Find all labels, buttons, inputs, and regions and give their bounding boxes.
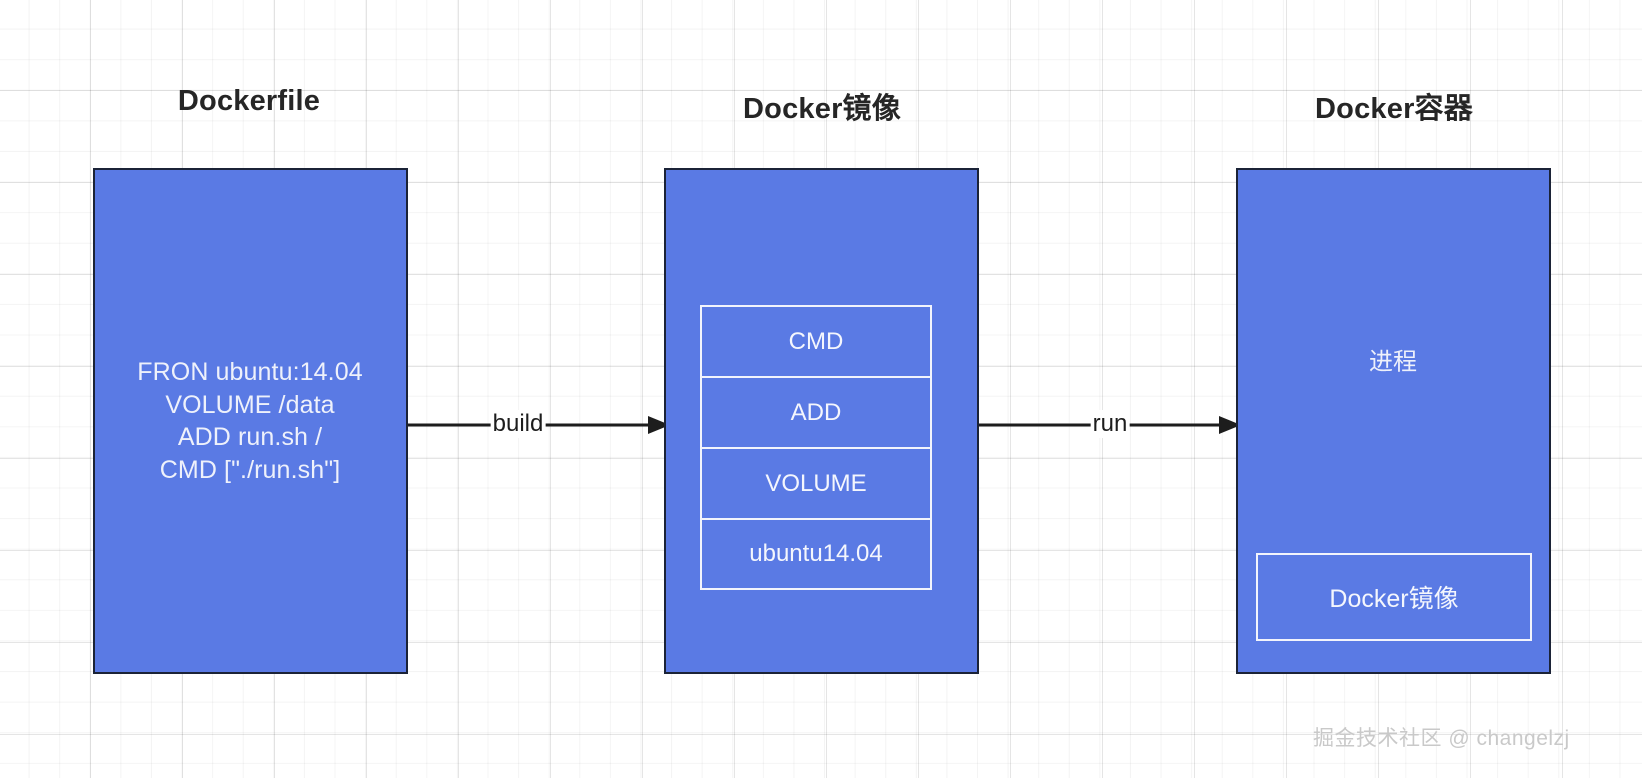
- arrow-build-label: build: [490, 410, 546, 438]
- layer-base-ubuntu[interactable]: ubuntu14.04: [749, 540, 883, 567]
- watermark: 掘金技术社区 @ changelzj: [1313, 727, 1570, 750]
- image-layer-stack: CMD ADD VOLUME ubuntu14.04: [700, 305, 932, 590]
- layer-volume[interactable]: VOLUME: [702, 449, 930, 520]
- layer-add[interactable]: ADD: [702, 378, 930, 449]
- docker-container-box[interactable]: [1236, 168, 1551, 674]
- container-inner-image-box[interactable]: Docker镜像: [1256, 553, 1532, 641]
- container-process-label: 进程: [1369, 348, 1417, 376]
- dockerfile-content-text: FRON ubuntu:14.04 VOLUME /data ADD run.s…: [137, 358, 363, 484]
- title-dockerfile: Dockerfile: [177, 85, 321, 117]
- title-docker-container: Docker容器: [1315, 93, 1473, 125]
- arrow-run-label: run: [1090, 410, 1130, 438]
- title-docker-image: Docker镜像: [743, 93, 901, 125]
- layer-cmd[interactable]: CMD: [702, 307, 930, 378]
- dockerfile-box[interactable]: [93, 168, 408, 674]
